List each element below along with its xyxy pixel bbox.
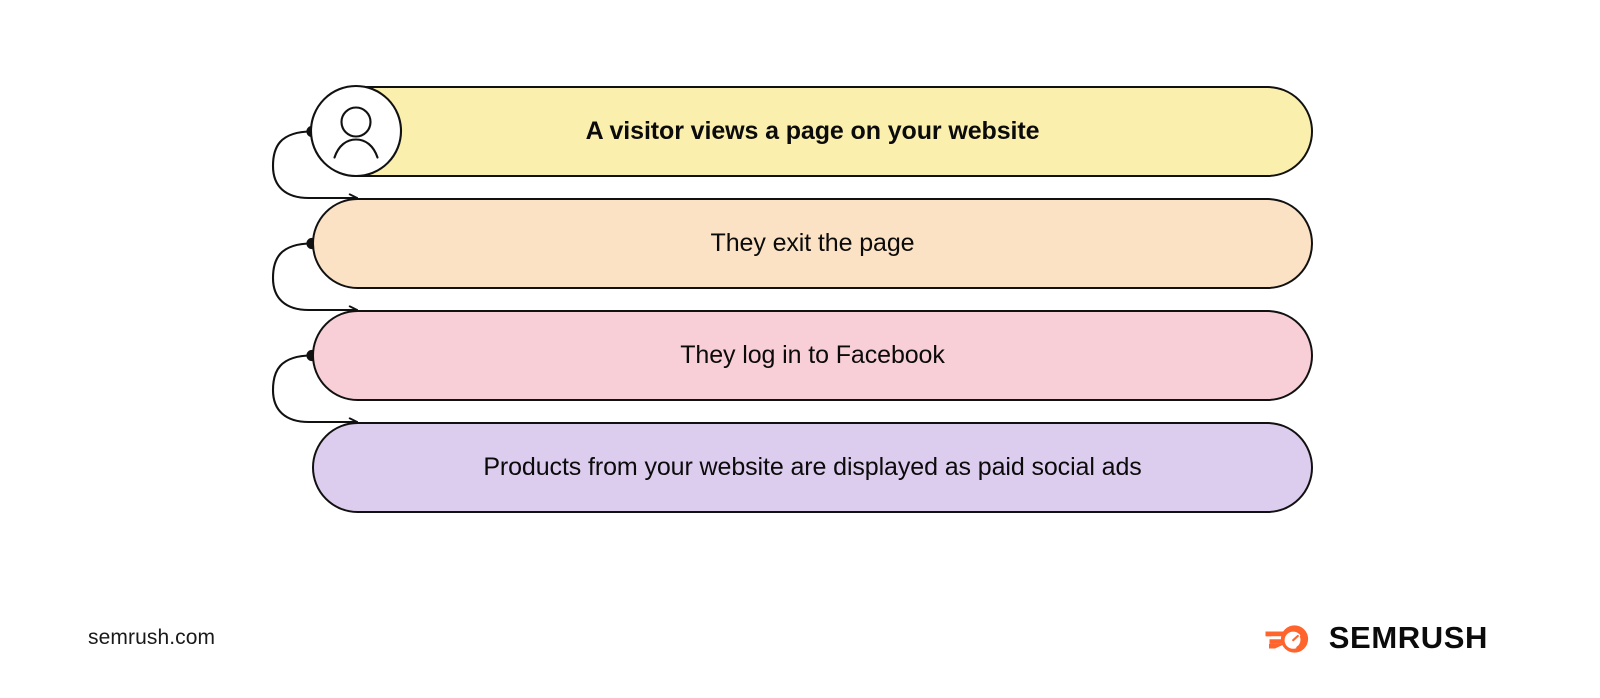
flow-step-2: They exit the page [312,198,1313,289]
flow-step-2-label: They exit the page [710,229,915,258]
semrush-logo: SEMRUSH [1265,618,1488,658]
flow-step-4: Products from your website are displayed… [312,422,1313,513]
site-url-label: semrush.com [88,626,216,649]
footer: semrush.com SEMRUSH [0,610,1600,680]
flow-step-1: A visitor views a page on your website [312,86,1313,177]
person-icon [309,84,403,178]
flow-step-4-label: Products from your website are displayed… [483,453,1142,482]
flow-diagram: A visitor views a page on your website T… [265,70,1325,530]
flow-step-1-label: A visitor views a page on your website [585,117,1040,146]
semrush-wordmark: SEMRUSH [1328,620,1488,655]
flow-step-3: They log in to Facebook [312,310,1313,401]
flow-step-3-label: They log in to Facebook [680,341,945,370]
semrush-comet-logo-icon [1265,625,1308,653]
